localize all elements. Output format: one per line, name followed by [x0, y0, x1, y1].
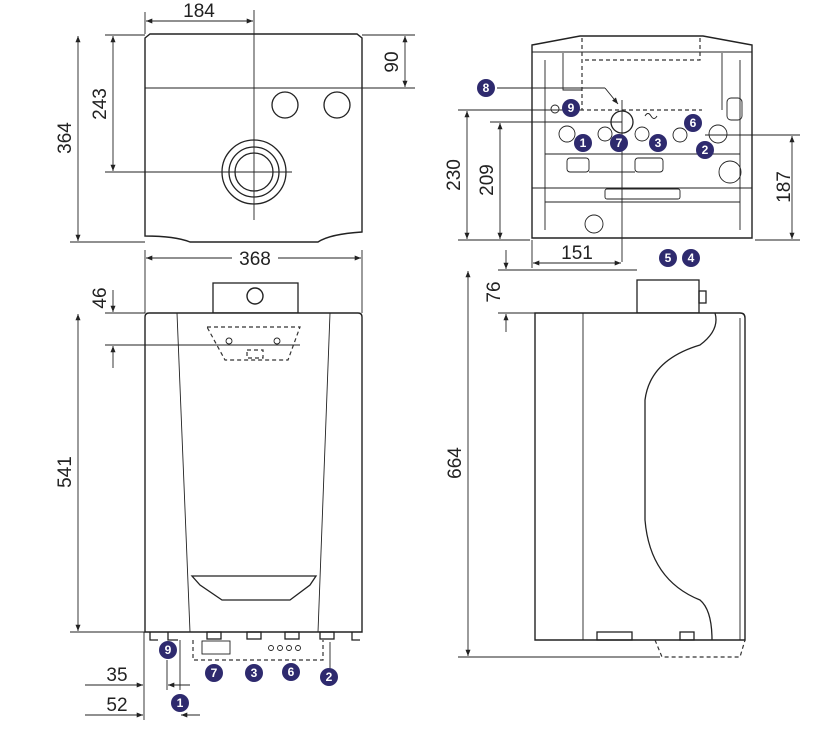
top-port-circle [271, 91, 299, 119]
badge-7-rear: 7 [610, 134, 628, 152]
side-view: 76 664 [445, 250, 746, 658]
rear-view: 230 209 187 151 [444, 35, 800, 268]
dim-52: 52 [106, 695, 127, 716]
dim-664: 664 [445, 447, 466, 479]
svg-text:9: 9 [165, 643, 172, 657]
dim-541: 541 [55, 456, 76, 488]
badge-4-side: 4 [682, 249, 700, 267]
dim-76: 76 [484, 281, 505, 302]
badge-9-rear: 9 [562, 99, 580, 117]
dim-184: 184 [183, 1, 215, 22]
svg-text:5: 5 [665, 251, 672, 265]
svg-text:7: 7 [616, 136, 623, 150]
dim-230: 230 [444, 159, 465, 191]
svg-text:4: 4 [688, 251, 695, 265]
svg-text:3: 3 [251, 666, 258, 680]
svg-text:6: 6 [690, 116, 697, 130]
side-flue-pipe [636, 279, 700, 314]
badge-1-rear: 1 [574, 134, 592, 152]
badge-8-rear: 8 [477, 79, 495, 97]
svg-text:3: 3 [655, 136, 662, 150]
dim-46: 46 [90, 287, 111, 308]
dim-151: 151 [561, 243, 593, 264]
badge-6-front: 6 [282, 663, 300, 681]
badge-5-side: 5 [659, 249, 677, 267]
badge-9-front: 9 [159, 641, 177, 659]
dim-187: 187 [774, 171, 795, 203]
dim-364: 364 [55, 122, 76, 154]
svg-text:1: 1 [580, 136, 587, 150]
dim-90: 90 [382, 51, 403, 72]
dim-35: 35 [106, 665, 127, 686]
svg-text:9: 9 [568, 101, 575, 115]
dim-368: 368 [239, 249, 271, 270]
svg-text:2: 2 [326, 670, 333, 684]
badge-1-front: 1 [171, 694, 189, 712]
badge-7-front: 7 [205, 664, 223, 682]
front-view: 368 46 541 35 52 [55, 246, 363, 720]
svg-text:1: 1 [177, 696, 184, 710]
svg-text:7: 7 [211, 666, 218, 680]
svg-text:2: 2 [702, 143, 709, 157]
dim-209: 209 [477, 164, 498, 196]
top-view: 184 90 243 364 [55, 1, 415, 243]
badge-2-front: 2 [320, 668, 338, 686]
svg-text:6: 6 [288, 665, 295, 679]
badge-6-rear: 6 [684, 114, 702, 132]
top-port-circle [323, 91, 351, 119]
svg-text:8: 8 [483, 81, 490, 95]
badge-3-front: 3 [245, 664, 263, 682]
badge-3-rear: 3 [649, 134, 667, 152]
badge-2-rear: 2 [696, 141, 714, 159]
dim-243: 243 [90, 88, 111, 120]
